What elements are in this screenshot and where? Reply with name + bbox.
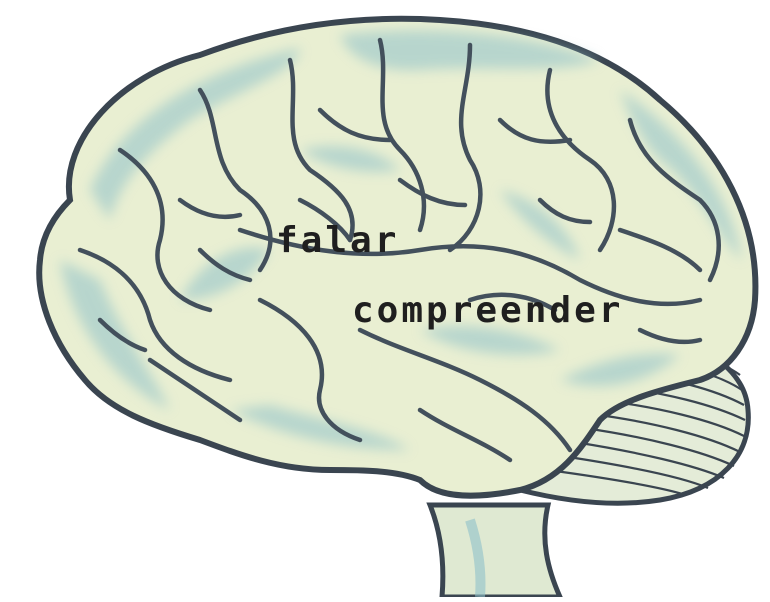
label-speak: falar [276,220,399,261]
brain-stem [430,505,560,597]
label-understand: compreender [352,290,623,331]
